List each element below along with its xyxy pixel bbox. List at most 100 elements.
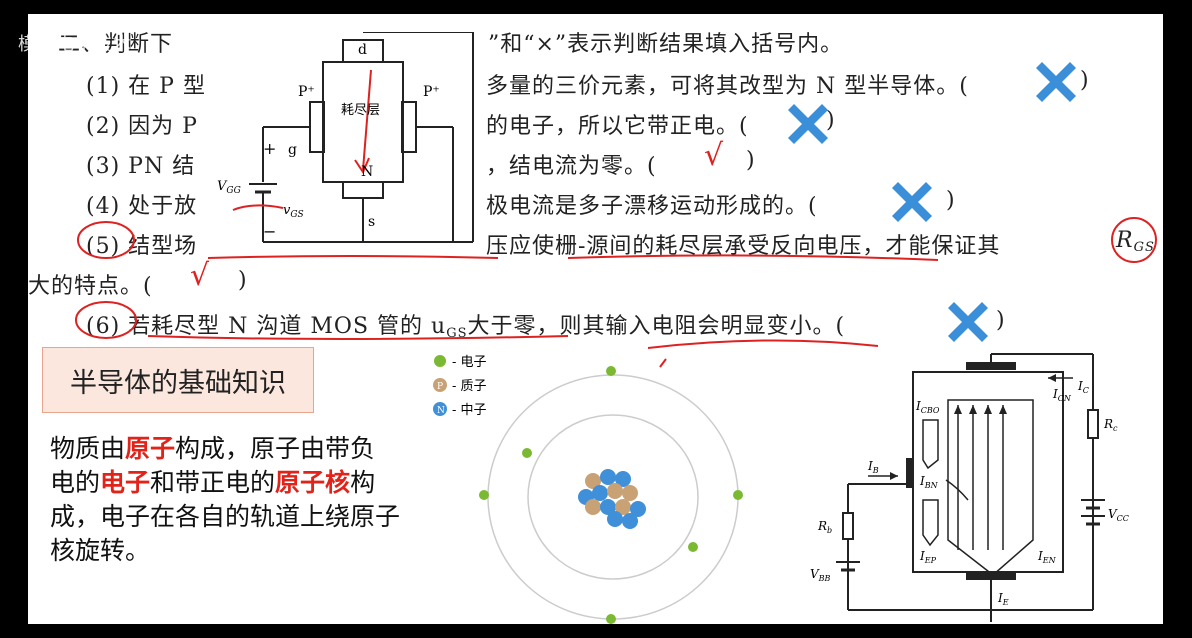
jfet-diagram: d g s P⁺ P⁺ N 耗尽层 + − VGG vGS (213, 32, 478, 244)
label-d: d (358, 42, 367, 58)
q4-end: 极电流是多子漂移运动形成的。( (486, 194, 818, 219)
q1-close: ) (1080, 68, 1090, 93)
label-s: s (368, 214, 375, 230)
cross-mark-q4 (892, 182, 932, 222)
label-p2: P⁺ (423, 84, 440, 100)
q5-rgs: RGS (1116, 228, 1155, 255)
question-1-end: 多量的三价元素，可将其改型为 N 型半导体。( (486, 68, 969, 100)
electron-icon (522, 448, 532, 458)
q5-rgs-r: R (1116, 228, 1134, 253)
label-rc: Rc (1103, 417, 1118, 433)
label-minus: − (263, 222, 276, 241)
label-ib: IB (867, 459, 879, 475)
cross-mark-q2 (788, 104, 828, 144)
legend-proton-label: - 质子 (452, 379, 487, 394)
red-annotations (75, 217, 1157, 349)
inner-orbit (527, 414, 699, 580)
q3-close: ) (746, 148, 756, 173)
question-6: (6) 若耗尽型 N 沟道 MOS 管的 uGS大于零，则其输入电阻会明显变小。… (86, 308, 845, 341)
q4-close: ) (946, 188, 956, 213)
circle-q6 (75, 301, 137, 339)
circle-q5 (77, 221, 135, 259)
label-iep: IEP (919, 549, 937, 565)
underline-q6-a (147, 335, 569, 340)
label-n: N (361, 164, 373, 180)
underline-q6-b (647, 339, 879, 349)
label-layer: 耗尽层 (341, 103, 380, 118)
electron-icon (688, 542, 698, 552)
q2-close: ) (826, 108, 836, 133)
electrons (479, 366, 743, 624)
legend-electron-icon (434, 355, 446, 367)
question-5: (5) 结型场 (86, 234, 198, 259)
electron-icon (733, 490, 743, 500)
q3-end: ，结电流为零。( (486, 154, 657, 179)
video-overlay-title: 模拟电子技术 (18, 34, 132, 55)
intro-end: ”和“×”表示判断结果填入括号内。 (488, 32, 844, 57)
document-page: 二、判断下 ”和“×”表示判断结果填入括号内。 (1) 在 P 型 多量的三价元… (28, 14, 1163, 624)
electron-icon (606, 366, 616, 376)
q1-end: 多量的三价元素，可将其改型为 N 型半导体。( (486, 74, 969, 99)
kb-nucleus: 原子核 (275, 468, 351, 497)
intro-start: 二、判断下 (58, 32, 174, 57)
label-vcc: VCC (1108, 507, 1129, 523)
q5-rgs-sub: GS (1133, 240, 1155, 255)
legend-neutron-icon (433, 402, 447, 416)
electron-icon (479, 490, 489, 500)
q5-close: ) (238, 268, 248, 293)
label-icbo: ICBO (915, 399, 940, 415)
cross-mark-q1 (1036, 62, 1076, 102)
question-4: (4) 处于放 (86, 194, 198, 219)
kb-p4: 构成，电子在各自的轨道上绕原子核旋转。 (50, 468, 401, 565)
tick-mark-q3: √ (704, 138, 724, 173)
label-rb: Rb (817, 519, 832, 535)
kb-p3: 和带正电的 (150, 468, 276, 497)
label-ic: IC (1077, 379, 1089, 395)
tick-mark-q5: √ (190, 258, 210, 293)
q2-end: 的电子，所以它带正电。( (486, 114, 749, 139)
legend-neutron-symbol: N (437, 406, 445, 416)
label-vgg: VGG (217, 179, 241, 196)
label-ie: IE (997, 591, 1009, 607)
kb-p1: 物质由 (50, 434, 126, 463)
pen-cursor (659, 358, 667, 368)
label-icn: ICN (1052, 387, 1072, 403)
knowledge-title-box: 半导体的基础知识 (42, 347, 314, 413)
cross-mark-q6 (948, 302, 988, 342)
q6-close: ) (996, 308, 1006, 333)
kb-p2: 构成，原子由带负电的 (50, 434, 376, 497)
drain-contact (342, 39, 384, 63)
legend-neutron-label: - 中子 (452, 403, 487, 418)
legend-electron-label: - 电子 (452, 355, 487, 370)
label-ien: IEN (1037, 549, 1057, 565)
label-vgs: vGS (283, 203, 304, 220)
q1-start: (1) 在 P 型 (86, 74, 206, 99)
question-3: (3) PN 结 (86, 154, 196, 179)
label-g: g (288, 142, 297, 158)
underline-q5-a (207, 255, 499, 259)
q2-start: (2) 因为 P (86, 114, 198, 139)
carrier-arrows (922, 399, 1034, 576)
q6-text: (6) 若耗尽型 N 沟道 MOS 管的 u (86, 314, 447, 339)
circle-rgs (1111, 217, 1157, 263)
legend-proton-symbol: P (437, 382, 443, 392)
nucleus (578, 469, 646, 529)
label-plus: + (263, 139, 276, 158)
electron-icon (606, 614, 616, 624)
knowledge-title: 半导体的基础知识 (70, 367, 286, 399)
knowledge-body: 物质由原子构成，原子由带负电的电子和带正电的原子核构成，电子在各自的轨道上绕原子… (50, 432, 400, 568)
kb-electron: 电子 (100, 468, 151, 497)
label-vbb: VBB (810, 567, 831, 583)
label-ibn: IBN (919, 474, 939, 490)
legend-proton-icon (433, 378, 447, 392)
transistor-diagram: ICN IC ICBO IB IBN IEP IEN IE Rb Rc VBB … (810, 353, 1129, 622)
label-p1: P⁺ (298, 84, 315, 100)
question-intro: 二、判断下 ”和“×”表示判断结果填入括号内。 (58, 26, 842, 58)
question-2: (2) 因为 P (86, 108, 198, 140)
q5-line2: 大的特点。( (28, 274, 153, 299)
kb-atom: 原子 (125, 434, 176, 463)
question-1: (1) 在 P 型 (86, 68, 206, 100)
atom-diagram: - 电子 P - 质子 N - 中子 (433, 355, 743, 624)
q6-rest: 大于零，则其输入电阻会明显变小。( (467, 314, 846, 339)
underline-q5-b (567, 254, 939, 261)
